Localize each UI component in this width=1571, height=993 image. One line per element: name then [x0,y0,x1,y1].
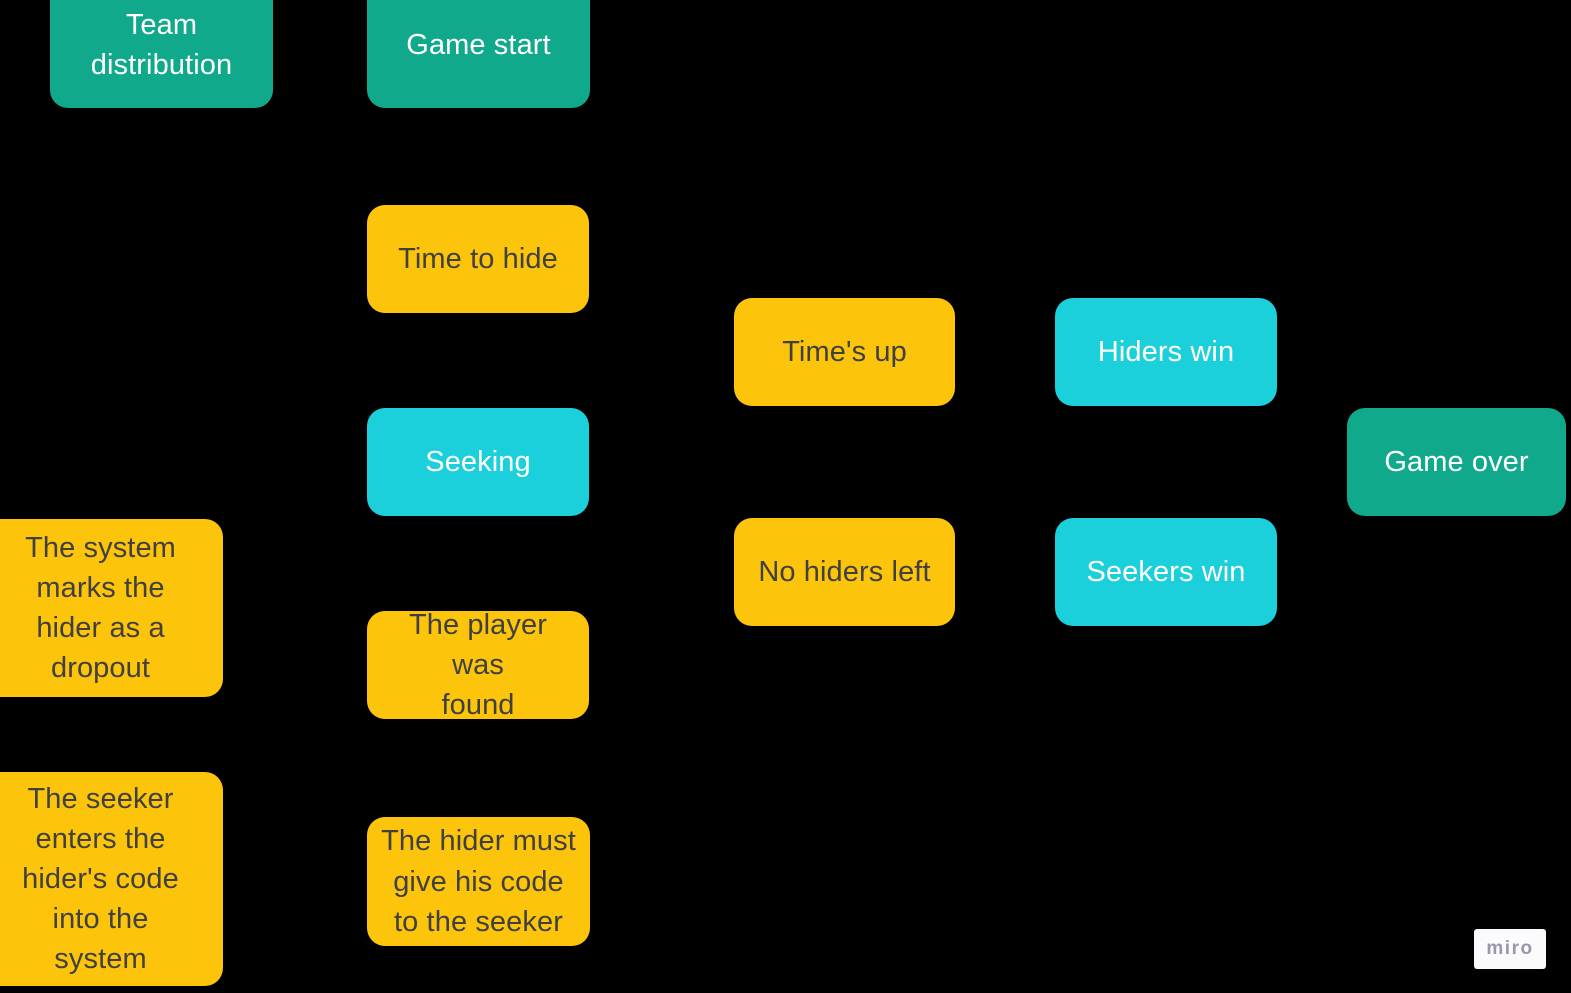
node-label-system-marks-dropout: The system marks the hider as a dropout [25,531,176,685]
node-seeker-enters-code[interactable]: The seeker enters the hider's code into … [0,772,223,986]
node-label-times-up: Time's up [782,335,907,368]
node-label-game-start: Game start [406,28,551,61]
node-label-hiders-win: Hiders win [1097,335,1235,368]
node-no-hiders-left[interactable]: No hiders left [734,518,955,626]
node-time-to-hide[interactable]: Time to hide [367,205,589,313]
miro-watermark: miro [1474,929,1546,969]
node-system-marks-dropout[interactable]: The system marks the hider as a dropout [0,519,223,697]
node-label-team-distribution: Team distribution [90,8,233,81]
node-label-no-hiders-left: No hiders left [758,555,931,588]
node-times-up[interactable]: Time's up [734,298,955,406]
node-game-start[interactable]: Game start [367,0,590,108]
node-label-seeking: Seeking [425,445,531,478]
node-hider-must-give-code[interactable]: The hider must give his code to the seek… [367,817,590,946]
node-seeking[interactable]: Seeking [367,408,589,516]
miro-logo-text: miro [1486,938,1534,959]
node-label-hider-must-give-code: The hider must give his code to the seek… [381,825,576,938]
node-label-time-to-hide: Time to hide [398,242,558,275]
node-label-seekers-win: Seekers win [1086,555,1246,588]
node-label-the-player-was-found: The player was found [408,608,547,722]
node-the-player-was-found[interactable]: The player was found [367,609,589,721]
node-seekers-win[interactable]: Seekers win [1055,518,1277,626]
node-game-over[interactable]: Game over [1347,408,1566,516]
node-label-game-over: Game over [1384,445,1529,478]
node-hiders-win[interactable]: Hiders win [1055,298,1277,406]
node-team-distribution[interactable]: Team distribution [50,0,273,108]
node-label-seeker-enters-code: The seeker enters the hider's code into … [22,782,179,976]
